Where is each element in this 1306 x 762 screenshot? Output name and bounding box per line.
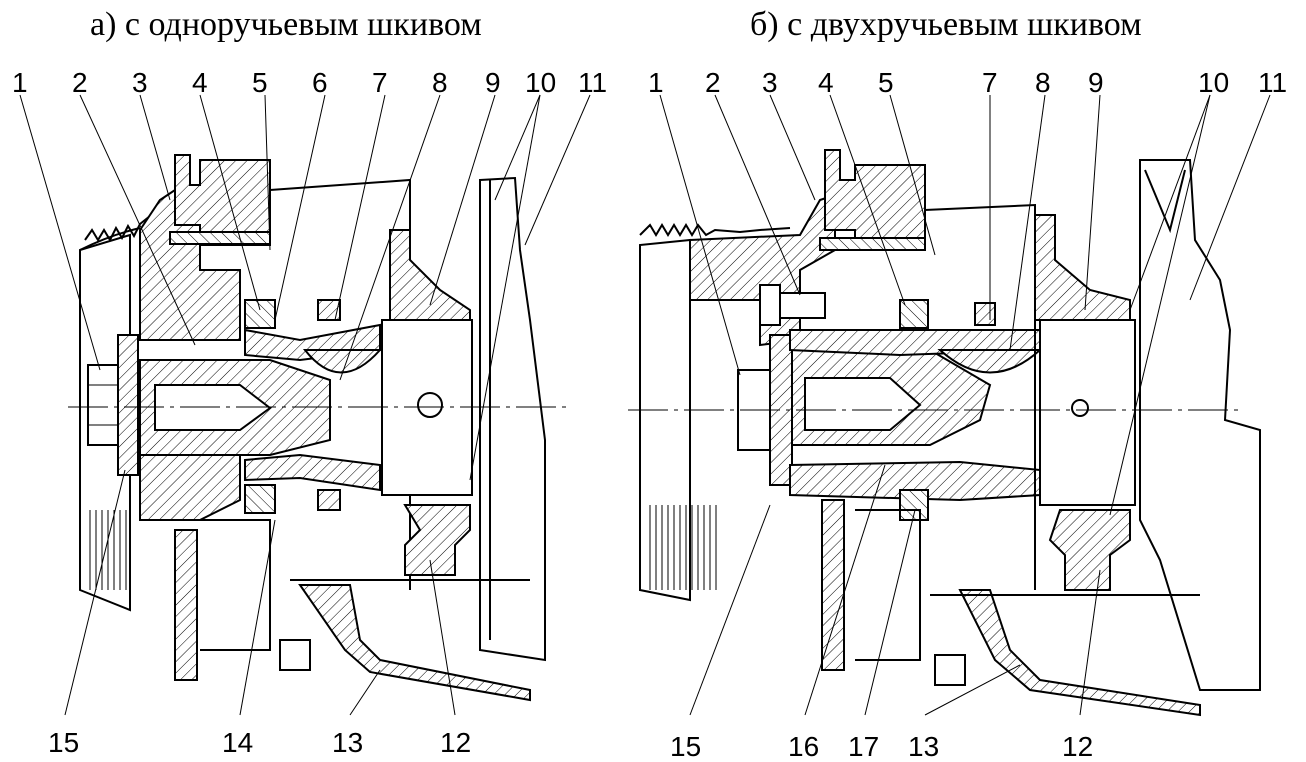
right-housing-top bbox=[1034, 214, 1131, 321]
left-flange-top bbox=[174, 154, 271, 246]
callout-number: 1 bbox=[12, 67, 28, 98]
left-leaders bbox=[19, 94, 591, 716]
right-pulley-rim bbox=[639, 238, 691, 602]
callout-number: 13 bbox=[908, 731, 939, 762]
left-hub bbox=[139, 189, 241, 341]
callout-number: 14 bbox=[222, 727, 253, 758]
callout-number: 8 bbox=[1035, 67, 1051, 98]
left-housing-top bbox=[389, 229, 471, 321]
callout-number: 1 bbox=[648, 67, 664, 98]
callout-number: 5 bbox=[252, 67, 268, 98]
callout-number: 7 bbox=[372, 67, 388, 98]
callout-number: 15 bbox=[670, 731, 701, 762]
callout-number: 16 bbox=[788, 731, 819, 762]
left-bottom-labels: 15 14 13 12 bbox=[48, 727, 471, 758]
right-flange-top bbox=[824, 149, 926, 251]
right-bottom-labels: 15 16 17 13 12 bbox=[670, 731, 1093, 762]
left-pulley-ribs bbox=[89, 510, 127, 590]
left-bottom-casing bbox=[298, 584, 531, 702]
callout-number: 10 bbox=[525, 67, 556, 98]
callout-number: 3 bbox=[132, 67, 148, 98]
callout-number: 12 bbox=[1062, 731, 1093, 762]
callout-number: 3 bbox=[762, 67, 778, 98]
callout-number: 2 bbox=[705, 67, 721, 98]
callout-number: 17 bbox=[848, 731, 879, 762]
callout-number: 10 bbox=[1198, 67, 1229, 98]
left-pump-section bbox=[68, 154, 570, 702]
right-pulley-ribs bbox=[649, 505, 717, 590]
caption-left: а) с одноручьевым шкивом bbox=[90, 6, 482, 43]
callout-number: 2 bbox=[72, 67, 88, 98]
callout-number: 13 bbox=[332, 727, 363, 758]
caption-right: б) с двухручьевым шкивом bbox=[750, 6, 1142, 43]
callout-number: 11 bbox=[578, 67, 607, 98]
callout-number: 5 bbox=[878, 67, 894, 98]
callout-number: 4 bbox=[192, 67, 208, 98]
callout-number: 15 bbox=[48, 727, 79, 758]
left-top-labels: 1 2 3 4 5 6 7 8 9 10 11 bbox=[12, 67, 607, 98]
callout-number: 6 bbox=[312, 67, 328, 98]
callout-number: 11 bbox=[1258, 67, 1287, 98]
left-bolt-head bbox=[87, 364, 119, 446]
right-top-labels: 1 2 3 4 5 7 8 9 10 11 bbox=[648, 67, 1287, 98]
callout-number: 8 bbox=[432, 67, 448, 98]
right-leaders bbox=[659, 94, 1271, 716]
callout-number: 12 bbox=[440, 727, 471, 758]
right-pump-section bbox=[628, 149, 1261, 717]
callout-number: 9 bbox=[1088, 67, 1104, 98]
right-bottom-casing bbox=[958, 589, 1201, 717]
callout-number: 4 bbox=[818, 67, 834, 98]
callout-number: 7 bbox=[982, 67, 998, 98]
callout-number: 9 bbox=[485, 67, 501, 98]
